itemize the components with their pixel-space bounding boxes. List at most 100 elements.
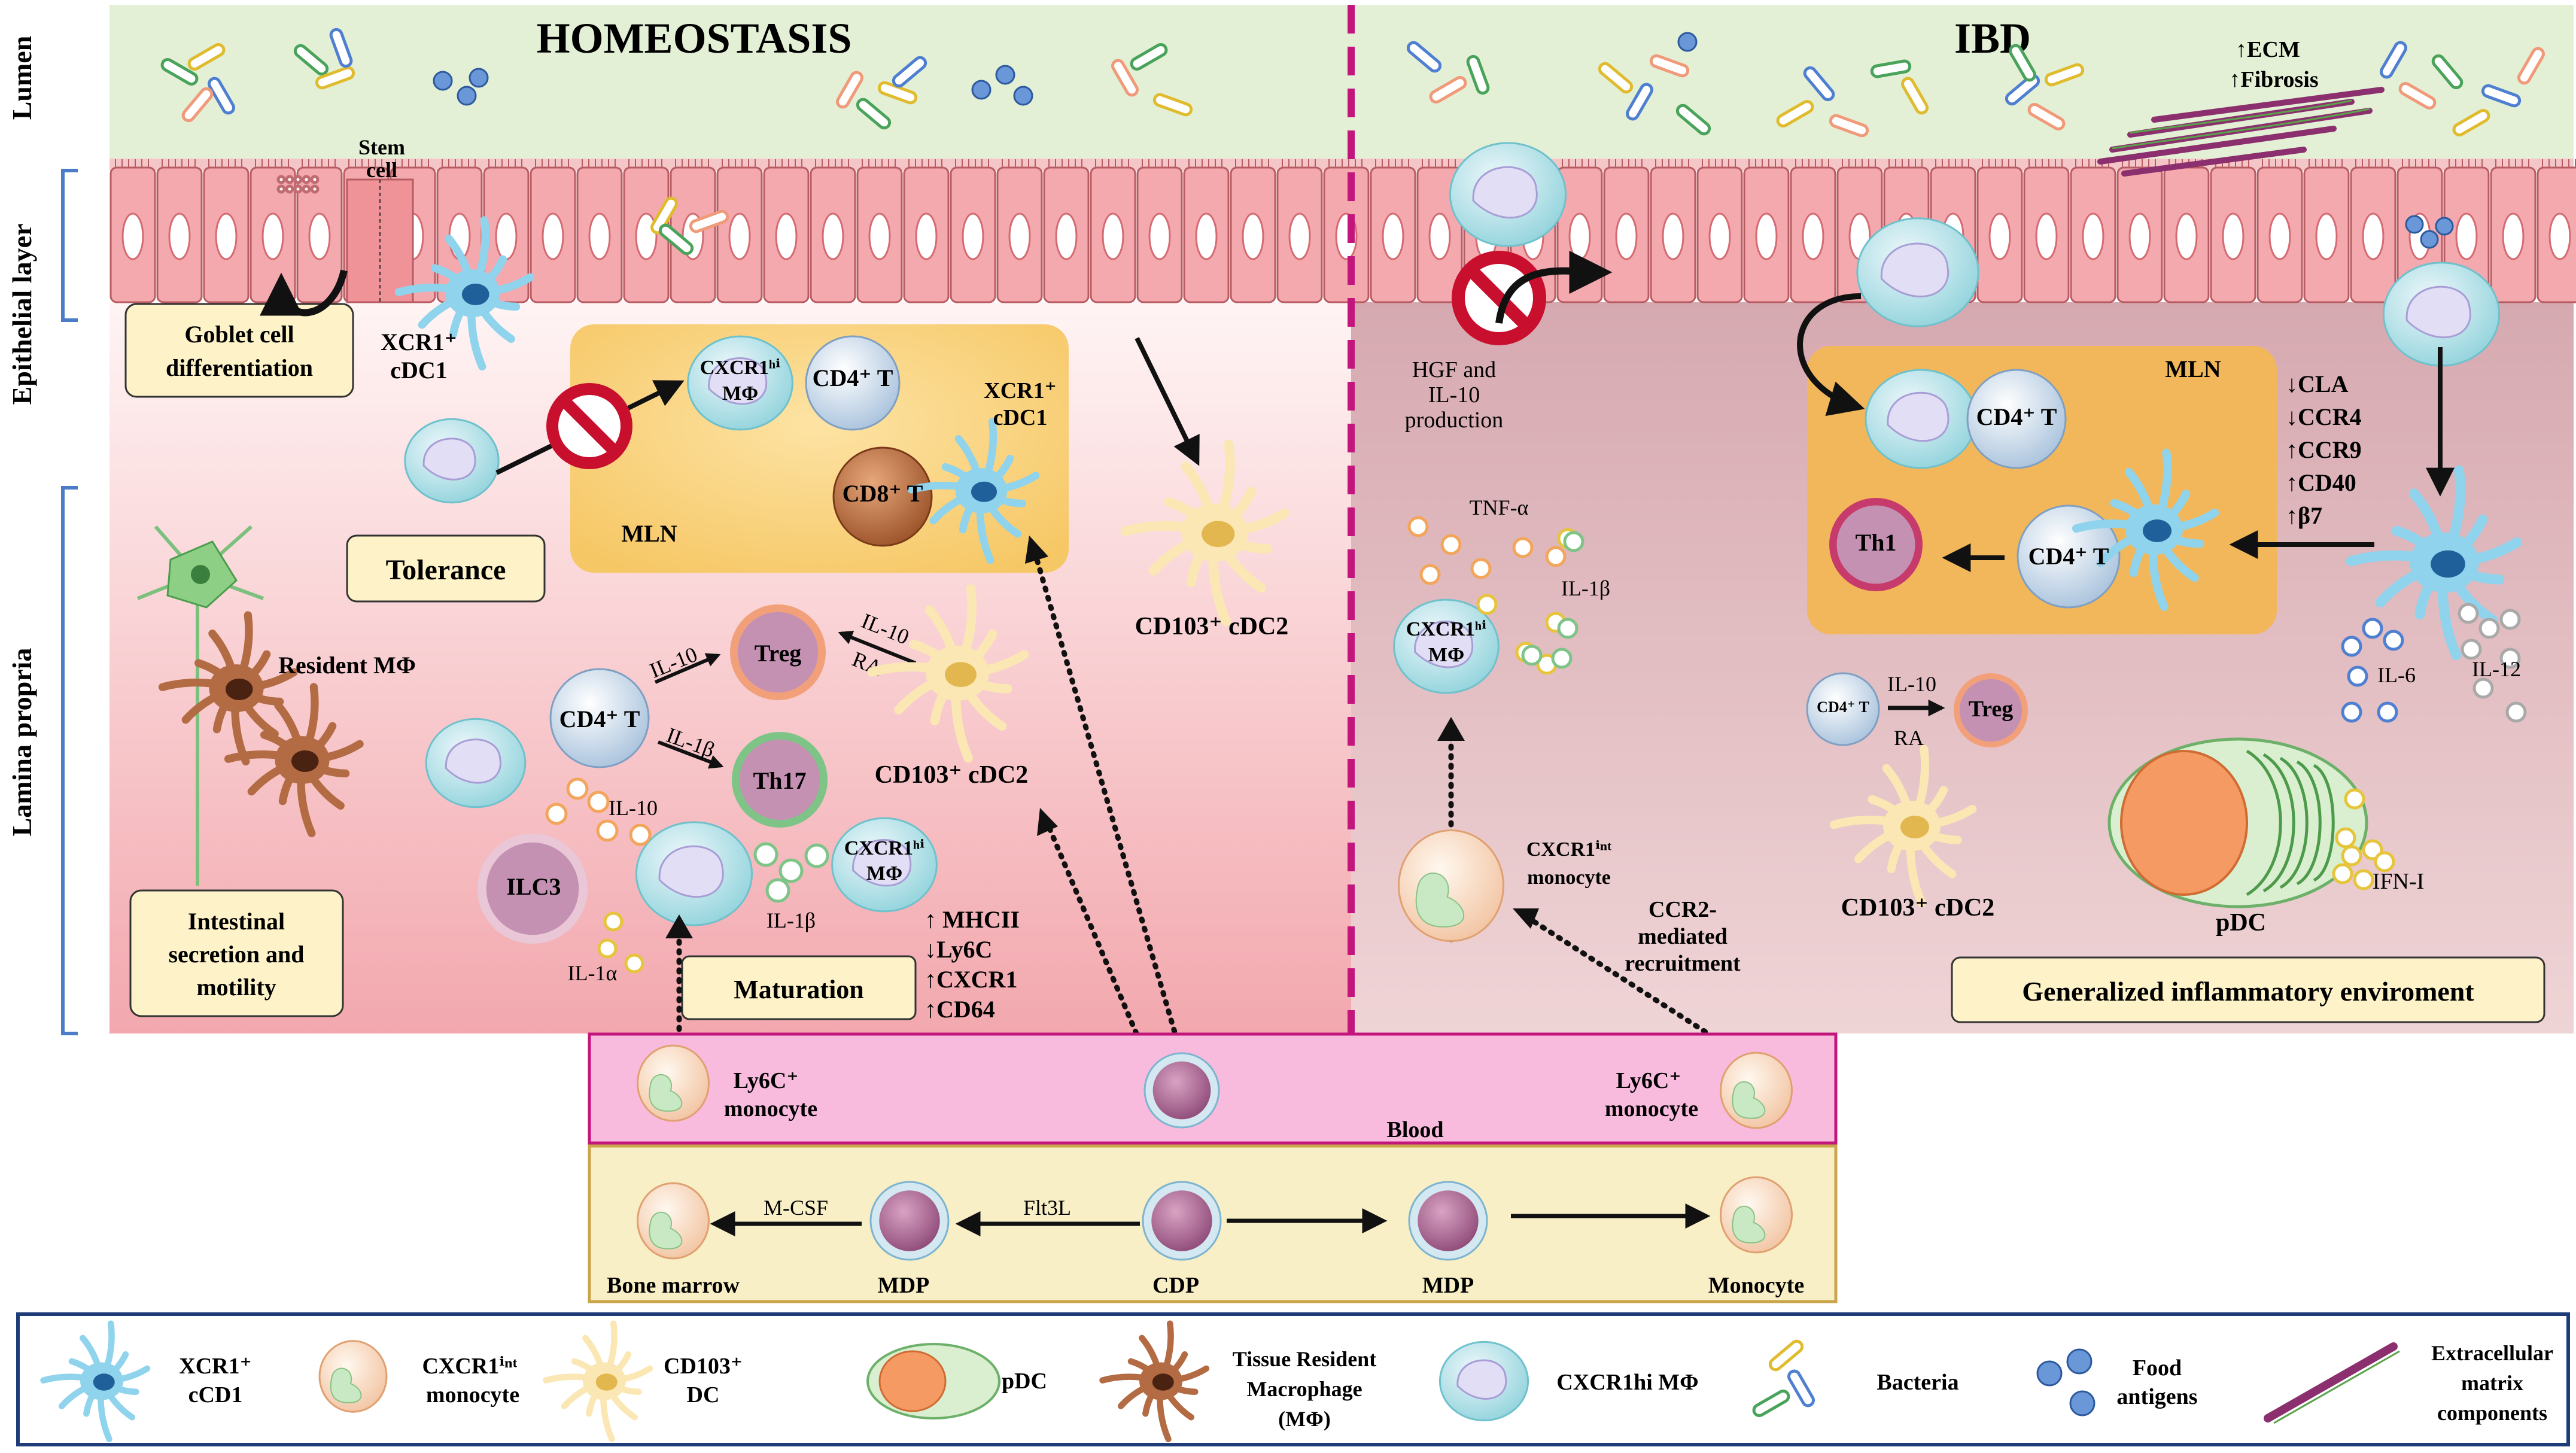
cell-nucleus: [2268, 212, 2291, 260]
cell-nucleus: [1568, 212, 1591, 260]
bacterium: [658, 223, 694, 256]
ibd-cd4-a-label: CD4⁺ T: [1976, 403, 2057, 430]
intestinal-label-3: motility: [196, 974, 276, 1001]
antigen-migration: [1135, 337, 1200, 466]
flt3l-label: Flt3L: [1023, 1196, 1071, 1220]
cell-nucleus: [308, 212, 331, 260]
mdp-right-label: MDP: [1422, 1273, 1474, 1298]
xcr1-a-label-1: XCR1⁺: [381, 329, 457, 355]
cell-nucleus: [2082, 212, 2104, 260]
ccr2-label-1: CCR2-: [1649, 897, 1717, 922]
bacterium: [160, 58, 199, 86]
legend-xcr1-2: cCD1: [188, 1382, 243, 1408]
cell-nucleus: [1055, 212, 1078, 260]
maturation-markers: ↑ MHCII↓Ly6C↑CXCR1↑CD64: [924, 906, 1020, 1023]
mln-macrophage: [687, 335, 793, 431]
blood-ly6c-monocyte: [1720, 1051, 1793, 1129]
ibd-il10-label: IL-10: [1887, 672, 1936, 696]
tolerance-macrophage: [404, 418, 500, 504]
il6-bead: [2347, 665, 2368, 687]
ibd-pdc-label: pDC: [2216, 909, 2266, 937]
intestinal-label-1: Intestinal: [188, 908, 285, 935]
th17-label: Th17: [753, 767, 807, 794]
cell-nucleus: [1988, 212, 2011, 260]
tnfa-bead: [1470, 558, 1492, 579]
mln-cells-homeostasis: [687, 335, 1040, 564]
bacterium: [2380, 41, 2407, 79]
cell-nucleus: [121, 212, 144, 260]
th1-cell: [1829, 498, 1923, 591]
il10-bead: [629, 823, 652, 846]
bacterium: [1870, 59, 1912, 78]
goblet-granule: [310, 175, 320, 184]
legend-cd103-icon: [543, 1320, 653, 1442]
tnfa-bead: [1440, 534, 1462, 555]
food-antigen: [469, 68, 489, 88]
bacterium: [1466, 54, 1490, 95]
ly6c-right-label-2: monocyte: [1605, 1096, 1698, 1121]
cd103-cdc2-lamina: [867, 584, 1029, 763]
il1a-bead: [597, 938, 618, 959]
cxcr1int-label-1: CXCR1ⁱⁿᵗ: [1526, 838, 1611, 861]
lumen-label: Lumen: [7, 36, 37, 120]
bacterium: [2398, 82, 2437, 110]
intestinal-label-2: secretion and: [168, 941, 304, 968]
generalized-label: Generalized inflammatory enviroment: [2022, 976, 2474, 1007]
il6-bead: [2383, 630, 2404, 651]
ibd-marker: ↓CLA: [2286, 370, 2349, 397]
il1a-bead: [603, 911, 624, 932]
ifn-bead: [2332, 863, 2353, 884]
maturation-label: Maturation: [734, 975, 864, 1004]
ibd-mln-macrophage: [1865, 369, 1977, 469]
mdp-left-label: MDP: [878, 1273, 930, 1298]
bacterium: [856, 98, 892, 130]
maturing-macrophage: [635, 821, 753, 926]
legend-cxcr1int-icon: [318, 1340, 388, 1413]
xcr1-a-label-2: cDC1: [390, 357, 448, 384]
bacterium: [1429, 76, 1467, 104]
fibrosis-label: ↑Fibrosis: [2229, 67, 2318, 92]
mln-label-homeostasis: MLN: [621, 520, 677, 547]
cell-nucleus: [168, 212, 191, 260]
ibd-marker: ↑CCR9: [2286, 436, 2362, 463]
macrophage-tolerance: [404, 418, 500, 504]
treg-cell: [730, 604, 826, 700]
ecm-label: ↑ECM: [2236, 37, 2300, 62]
epithelial-layer: [110, 159, 2576, 303]
il12-bead: [2499, 609, 2521, 630]
cell-nucleus: [1242, 212, 1264, 260]
marrow-monocyte: [1720, 1176, 1793, 1254]
ibd-ra-label: RA: [1894, 726, 1924, 750]
il1b-bead: [1563, 531, 1584, 552]
cell-nucleus: [588, 212, 611, 260]
legend-ecm-icon: [2264, 1342, 2400, 1424]
food-antigen: [995, 65, 1015, 85]
cell-nucleus: [2175, 212, 2198, 260]
cell-nucleus: [1195, 212, 1218, 260]
ibd-epithelial-macrophage: [2382, 262, 2501, 367]
legend-cxcr1hi-icon: [1438, 1340, 1529, 1422]
marrow-cells: [637, 1044, 1793, 1261]
cell-nucleus: [1008, 212, 1031, 260]
cell-nucleus: [1288, 212, 1311, 260]
il1b-bead: [765, 878, 790, 903]
il1b-bead: [778, 858, 804, 883]
ibd-cd103-cdc2: [1830, 744, 1977, 907]
bacterium: [892, 56, 927, 88]
ifn-label: IFN-I: [2373, 869, 2425, 894]
cell-nucleus: [1615, 212, 1638, 260]
cell-nucleus: [495, 212, 518, 260]
cell-nucleus: [215, 212, 238, 260]
goblet-granule: [285, 184, 294, 194]
il6-bead: [2377, 701, 2398, 723]
cell-nucleus: [1428, 212, 1451, 260]
goblet-granule: [302, 184, 311, 194]
cell-nucleus: [1662, 212, 1684, 260]
il10-c-label: IL-10: [609, 796, 658, 820]
legend-trm-2: Macrophage: [1246, 1377, 1362, 1401]
legend-cxcr1int-2: monocyte: [426, 1382, 519, 1408]
mln-xcr1-label-1: XCR1⁺: [984, 378, 1056, 403]
cxcr1int-label-2: monocyte: [1527, 867, 1611, 889]
bacterium: [2481, 84, 2522, 108]
goblet-granule: [276, 184, 286, 194]
